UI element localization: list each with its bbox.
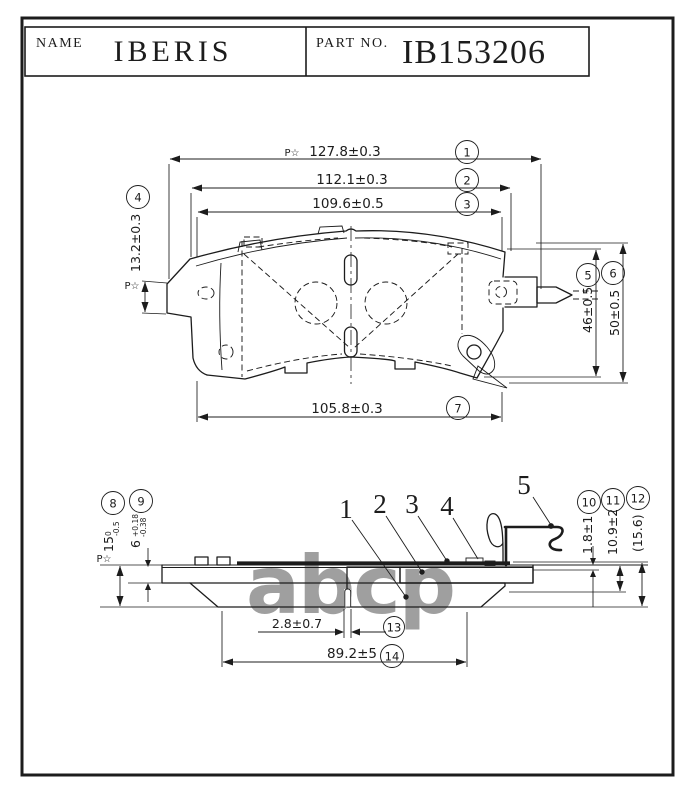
callout-2: 2 [373, 489, 387, 519]
dim12-value: (15.6) [630, 514, 645, 552]
dim9-value: 6 [128, 540, 143, 548]
dim8-tol-upper: 0 [104, 531, 113, 536]
front-view-dimensions: P☆ 127.8±0.3 1 112.1±0.3 2 109.6±0.5 3 4… [125, 140, 628, 422]
dim4-value: 13.2±0.3 [128, 214, 143, 272]
dim1-prefix: P☆ [285, 148, 300, 159]
dim3-value: 109.6±0.5 [312, 196, 383, 212]
callout-3: 3 [405, 489, 419, 519]
dim13-value: 2.8±0.7 [272, 616, 322, 631]
dim4-balloon: 4 [134, 191, 141, 205]
part-no-label: PART NO. [316, 36, 389, 51]
side-section-view [161, 513, 648, 608]
callout-1: 1 [339, 494, 353, 524]
dim6-balloon: 6 [609, 267, 616, 281]
dim9-tol-lower: -0.38 [139, 517, 148, 537]
dim8-tol-lower: -0.5 [112, 521, 121, 536]
side-view-dimensions: 8 15 0 -0.5 P☆ 9 6 +0.18 -0.38 10 1. [97, 486, 650, 668]
dim6-value: 50±0.5 [607, 290, 622, 336]
dim8-balloon: 8 [109, 497, 116, 511]
brand-name: IBERIS [113, 35, 232, 68]
dim8-value: 15 [101, 536, 116, 552]
dim11-value: 10.9±2 [605, 509, 620, 555]
dim11-balloon: 11 [606, 494, 621, 508]
dim13-balloon: 13 [387, 621, 402, 635]
dim7-balloon: 7 [454, 402, 461, 416]
dim5-balloon: 5 [584, 269, 591, 283]
dim8-prefix: P☆ [97, 554, 112, 565]
dim14-balloon: 14 [385, 650, 400, 664]
dim7-value: 105.8±0.3 [311, 401, 382, 417]
dim12-balloon: 12 [631, 492, 646, 506]
frame [20, 16, 675, 777]
wear-clip-wire [503, 525, 564, 567]
front-view [166, 225, 600, 389]
part-callouts: 1 2 3 4 5 [339, 470, 554, 600]
dim3-balloon: 3 [463, 198, 470, 212]
dim10-balloon: 10 [582, 496, 597, 510]
dim4-prefix: P☆ [125, 281, 140, 292]
dim10-value: 1.8±1 [580, 516, 595, 554]
dim1-value: 127.8±0.3 [309, 144, 380, 160]
callout-4: 4 [440, 491, 454, 521]
dim9-tol-upper: +0.18 [131, 514, 140, 537]
title-block: NAME IBERIS PART NO. IB153206 [36, 34, 546, 71]
dim2-balloon: 2 [463, 174, 470, 188]
dim2-value: 112.1±0.3 [316, 172, 387, 188]
wear-clip-loop [486, 513, 504, 566]
dim5-value: 46±0.5 [580, 287, 595, 333]
dim14-value: 89.2±5 [327, 646, 377, 662]
part-number: IB153206 [402, 34, 546, 71]
dim1-balloon: 1 [463, 146, 470, 160]
dim9-balloon: 9 [137, 495, 144, 509]
name-label: NAME [36, 36, 83, 51]
callout-5: 5 [517, 470, 531, 500]
